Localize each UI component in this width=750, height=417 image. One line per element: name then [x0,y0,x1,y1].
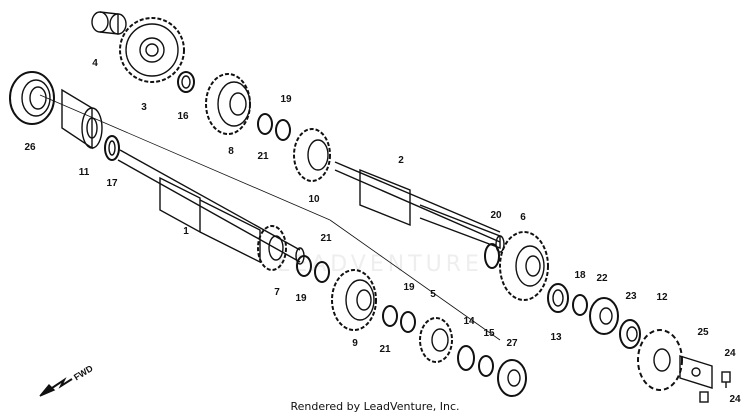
label-part-14: 14 [463,316,475,327]
part-9-gear [331,269,377,331]
label-part-8: 8 [228,146,234,157]
main-axis-line-2 [329,219,501,341]
label-part-7: 7 [274,287,280,298]
label-part-19-mid: 19 [295,293,307,304]
label-part-13: 13 [550,332,562,343]
part-7-gear [257,225,287,271]
label-part-24-lower: 24 [729,394,741,405]
part-18-collar [572,294,588,316]
label-part-12: 12 [656,292,668,303]
label-part-19-upper: 19 [280,94,292,105]
fwd-arrow-icon [39,377,73,397]
part-2-countershaft [334,161,505,253]
label-part-27: 27 [506,338,518,349]
part-12-sprocket [637,329,683,391]
label-part-17: 17 [106,178,118,189]
label-part-24-upper: 24 [724,348,736,359]
part-15-washer [478,355,494,377]
label-part-2: 2 [398,155,404,166]
part-11-bushing [61,88,103,150]
label-part-20: 20 [490,210,502,221]
part-1-mainshaft [117,149,305,265]
label-part-3: 3 [141,102,147,113]
part-13-washer [547,283,569,313]
part-24-bolt-lower [699,391,709,403]
part-8-gear [205,73,251,135]
label-part-9: 9 [352,338,358,349]
part-10-gear [293,128,331,182]
part-4-collar [91,11,127,35]
label-part-18: 18 [574,270,586,281]
label-part-6: 6 [520,212,526,223]
part-26-bearing [9,71,55,125]
label-part-26: 26 [24,142,36,153]
label-part-22: 22 [596,273,608,284]
label-part-21-mid: 21 [320,233,332,244]
footer-credit: Rendered by LeadVenture, Inc. [290,400,460,413]
part-27-bearing [497,359,527,397]
part-3-gear [119,17,185,83]
label-part-5: 5 [430,289,436,300]
label-part-10: 10 [308,194,320,205]
part-24-bolt-upper [721,371,731,388]
part-17-washer [104,135,120,161]
label-part-21-upper: 21 [257,151,269,162]
label-part-1: 1 [183,226,189,237]
part-21-washer-upper [257,113,273,135]
part-23-oil-seal [619,319,641,349]
label-part-11: 11 [78,167,90,178]
label-part-23: 23 [625,291,637,302]
part-14-washer [457,345,475,371]
part-6-gear [499,231,549,301]
main-axis-line-1 [39,94,331,221]
label-part-16: 16 [177,111,189,122]
part-16-washer [177,71,195,93]
part-5-gear [419,317,453,363]
part-21-washer-lower [382,305,398,327]
part-22-bearing [589,297,619,335]
label-part-21-lower: 21 [379,344,391,355]
part-19-washer-mid [296,255,312,277]
part-19-washer-upper [275,119,291,141]
part-21-washer-mid [314,261,330,283]
part-25-fixing-plate [679,355,713,389]
label-part-15: 15 [483,328,495,339]
label-part-19-lower: 19 [403,282,415,293]
part-20-washer [484,243,500,269]
label-part-4: 4 [92,58,98,69]
part-19-washer-lower [400,311,416,333]
label-part-25: 25 [697,327,709,338]
